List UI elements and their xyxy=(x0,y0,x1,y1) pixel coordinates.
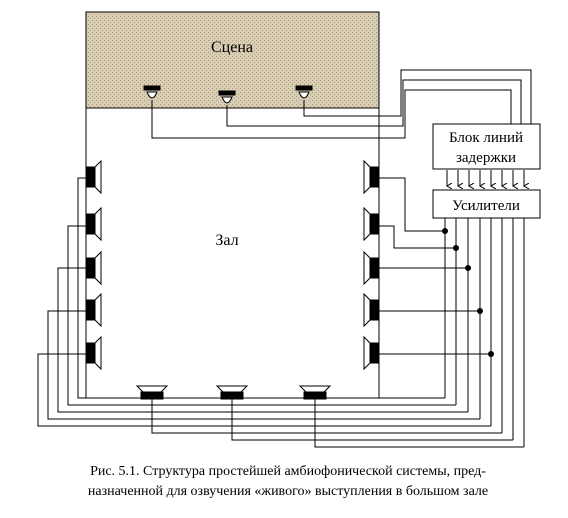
loudspeaker-icon xyxy=(363,292,379,328)
stage-label: Сцена xyxy=(211,39,253,56)
figure-caption: Рис. 5.1. Структура простейшей амбиофони… xyxy=(20,462,556,502)
delay-block-label-line2: задержки xyxy=(456,150,516,166)
right-speaker-wiring xyxy=(378,177,491,355)
loudspeaker-icon xyxy=(86,292,102,328)
bottom-wall-speakers xyxy=(135,385,332,400)
left-speaker-wiring xyxy=(37,177,491,427)
loudspeaker-icon xyxy=(86,206,102,242)
loudspeaker-icon xyxy=(86,335,102,371)
ambiophonic-system-diagram: Сцена Зал Блок линий задержки xyxy=(37,11,541,448)
caption-line-1: Рис. 5.1. Структура простейшей амбиофони… xyxy=(90,464,486,479)
delay-line-block xyxy=(432,123,541,170)
right-wall-speakers xyxy=(363,159,379,371)
loudspeaker-icon xyxy=(298,385,332,400)
loudspeaker-icon xyxy=(363,250,379,286)
microphone-icon xyxy=(295,85,313,99)
hall-outline xyxy=(85,108,380,399)
delay-block-label-line1: Блок линий xyxy=(449,130,523,146)
delay-to-amplifier-arrows xyxy=(447,170,524,186)
stage-microphones xyxy=(143,85,313,104)
left-wall-speakers xyxy=(86,159,102,371)
microphone-icon xyxy=(218,90,236,104)
loudspeaker-icon xyxy=(363,206,379,242)
loudspeaker-icon xyxy=(215,385,249,400)
amplifiers-label: Усилители xyxy=(452,198,520,214)
loudspeaker-icon xyxy=(135,385,169,400)
loudspeaker-icon xyxy=(363,335,379,371)
loudspeaker-icon xyxy=(86,250,102,286)
amplifiers-block xyxy=(432,189,541,219)
hall-label: Зал xyxy=(215,232,238,249)
amplifier-output-lines xyxy=(444,218,525,447)
loudspeaker-icon xyxy=(86,159,102,195)
loudspeaker-icon xyxy=(363,159,379,195)
caption-line-2: назначенной для озвучения «живого» высту… xyxy=(87,484,489,499)
bottom-speaker-wiring xyxy=(151,399,524,448)
microphone-icon xyxy=(143,85,161,99)
microphone-wiring xyxy=(151,69,532,139)
